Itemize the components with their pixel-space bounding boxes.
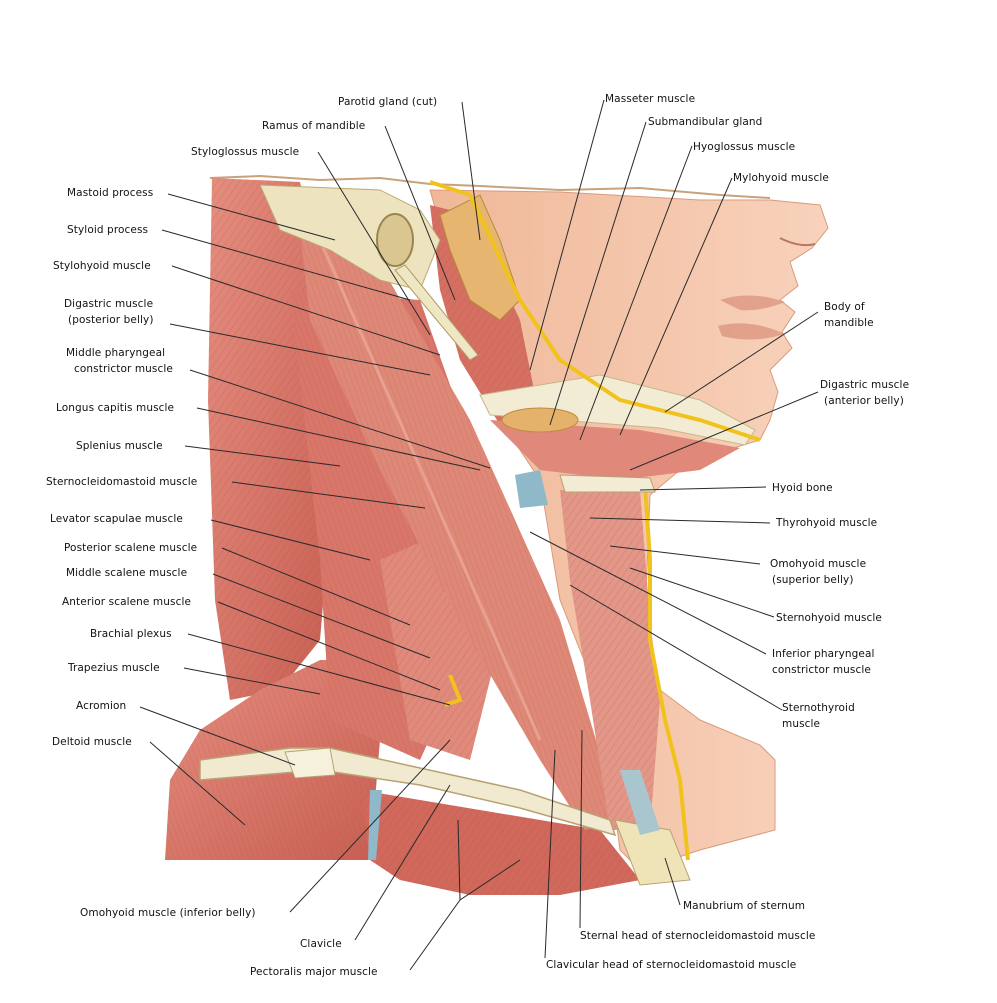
label-thyrohyoid: Thyrohyoid muscle [776,517,878,529]
label-longus-capitis: Longus capitis muscle [56,402,175,414]
label-omohyoid-superior-1: Omohyoid muscle [770,558,867,570]
fascia-strip-scalene [444,674,463,707]
lips-shadow-lower [718,323,785,340]
label-clavicle: Clavicle [300,938,342,950]
label-clavicular-head: Clavicular head of sternocleidomastoid m… [546,959,797,971]
label-sternocleidomastoid: Sternocleidomastoid muscle [46,476,198,488]
label-omohyoid-superior-2: (superior belly) [772,574,854,586]
label-digastric-anterior-1: Digastric muscle [820,379,910,391]
label-sternothyroid-2: muscle [782,718,821,730]
label-deltoid: Deltoid muscle [52,736,132,748]
vessel-hint-3 [620,770,660,835]
lips-shadow [720,295,785,311]
label-trapezius: Trapezius muscle [68,662,160,674]
label-masseter: Masseter muscle [605,93,696,105]
skin-cut-edge [209,174,771,199]
label-stylohyoid: Stylohyoid muscle [53,260,151,272]
label-inferior-pharyngeal-2: constrictor muscle [772,664,871,676]
label-splenius: Splenius muscle [76,440,163,452]
vessel-hint-1 [515,470,548,508]
label-sternal-head: Sternal head of sternocleidomastoid musc… [580,930,816,942]
label-submandibular: Submandibular gland [648,116,763,128]
submandibular-region [490,420,740,480]
label-mastoid: Mastoid process [67,187,154,199]
label-manubrium: Manubrium of sternum [683,900,806,912]
label-digastric-anterior-2: (anterior belly) [824,395,904,407]
label-posterior-scalene: Posterior scalene muscle [64,542,198,554]
label-sternothyroid-1: Sternothyroid [782,702,855,714]
label-body-mandible-1: Body of [824,301,865,313]
label-inferior-pharyngeal-1: Inferior pharyngeal [772,648,875,660]
fascia-strip-neck [643,484,690,861]
vessel-hint-2 [368,790,382,860]
parotid-gland [439,194,521,321]
label-ramus: Ramus of mandible [262,120,366,132]
label-styloglossus: Styloglossus muscle [191,146,300,158]
label-parotid-gland: Parotid gland (cut) [338,96,438,108]
ear-canal [376,213,414,267]
styloid-process [394,264,479,361]
label-styloid: Styloid process [67,224,149,236]
label-middle-pharyngeal-1: Middle pharyngeal [66,347,166,359]
leader-lines [139,99,819,971]
label-digastric-posterior-2: (posterior belly) [68,314,154,326]
label-levator-scapulae: Levator scapulae muscle [50,513,183,525]
label-middle-pharyngeal-2: constrictor muscle [74,363,173,375]
label-acromion: Acromion [76,700,127,712]
label-hyoid-bone: Hyoid bone [772,482,833,494]
label-omohyoid-inferior: Omohyoid muscle (inferior belly) [80,907,256,919]
label-brachial-plexus: Brachial plexus [90,628,172,640]
hyoid-bone [559,474,656,493]
label-body-mandible-2: mandible [824,317,874,329]
submandibular-gland [501,407,579,433]
acromion [284,747,336,779]
fascia-strip-jaw [429,180,761,442]
label-sternohyoid: Sternohyoid muscle [776,612,882,624]
label-digastric-posterior-1: Digastric muscle [64,298,154,310]
label-middle-scalene: Middle scalene muscle [66,567,188,579]
label-hyoglossus: Hyoglossus muscle [693,141,796,153]
label-mylohyoid: Mylohyoid muscle [733,172,829,184]
label-pectoralis: Pectoralis major muscle [250,966,378,978]
label-anterior-scalene: Anterior scalene muscle [62,596,192,608]
nostril-shadow [779,237,816,247]
